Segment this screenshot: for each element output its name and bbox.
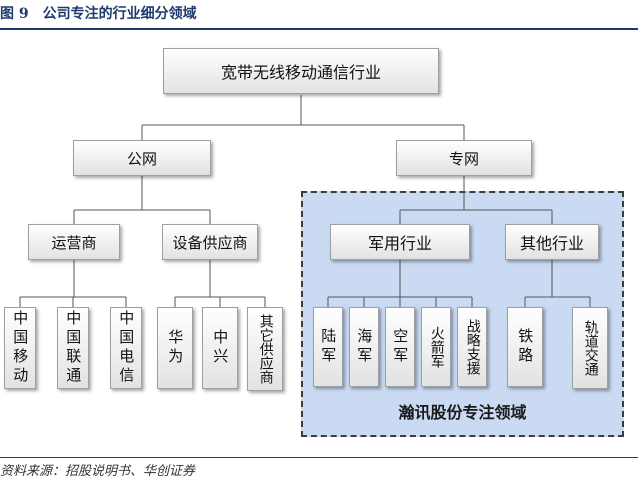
leaf-china-telecom: 中国电信 <box>110 307 142 389</box>
bottom-rule <box>0 457 638 458</box>
leaf-rocket-force: 火箭军 <box>421 307 451 387</box>
leaf-rail-transit: 轨道交通 <box>572 307 608 389</box>
node-operators: 运营商 <box>28 224 120 260</box>
leaf-zte: 中兴 <box>202 307 238 389</box>
node-military: 军用行业 <box>330 224 470 260</box>
figure-title: 图 9 公司专注的行业细分领域 <box>0 2 638 26</box>
root-node: 宽带无线移动通信行业 <box>163 48 439 94</box>
leaf-navy: 海军 <box>349 307 379 387</box>
node-other-industries: 其他行业 <box>505 224 599 260</box>
leaf-huawei: 华为 <box>157 307 193 389</box>
leaf-railway: 铁路 <box>507 307 543 387</box>
title-rule <box>0 28 638 30</box>
leaf-air-force: 空军 <box>385 307 415 387</box>
leaf-china-mobile: 中国移动 <box>4 307 36 389</box>
node-equipment-suppliers: 设备供应商 <box>162 224 258 260</box>
leaf-strategic-support: 战略支援 <box>457 307 487 387</box>
figure-title-text: 公司专注的行业细分领域 <box>42 6 197 22</box>
leaf-other-suppliers: 其它供应商 <box>247 307 283 391</box>
leaf-china-unicom: 中国联通 <box>57 307 89 389</box>
node-private-net: 专网 <box>396 140 532 176</box>
focus-region-label: 瀚讯股份专注领域 <box>398 403 527 422</box>
source-note: 资料来源：招股说明书、华创证券 <box>0 464 196 479</box>
node-public-net: 公网 <box>73 140 211 176</box>
leaf-army: 陆军 <box>313 307 343 387</box>
figure-number: 图 9 <box>0 6 29 22</box>
